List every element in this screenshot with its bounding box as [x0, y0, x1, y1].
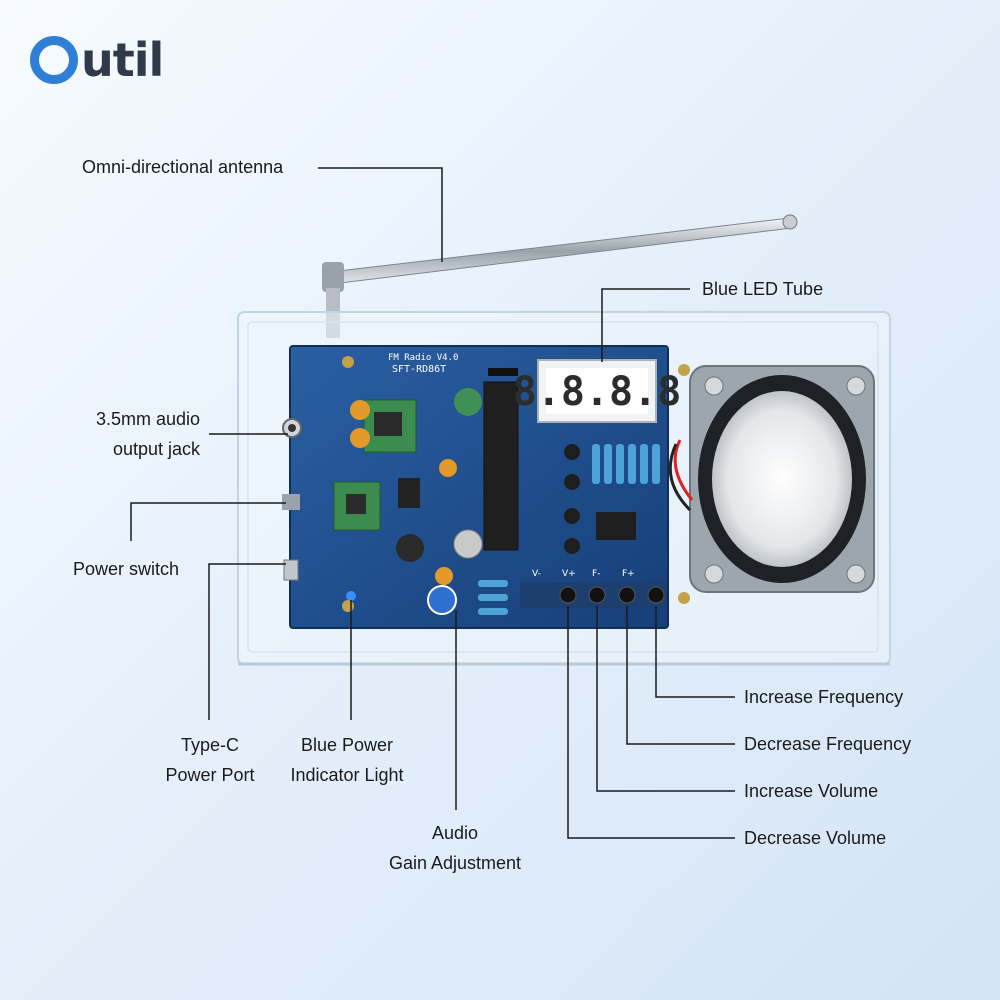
label-power-switch: Power switch [73, 559, 180, 579]
label-indicator-2: Indicator Light [290, 765, 404, 785]
speaker [668, 365, 875, 593]
label-antenna: Omni-directional antenna [82, 157, 284, 177]
svg-text:F+: F+ [622, 569, 635, 579]
label-led-tube: Blue LED Tube [702, 279, 824, 299]
led-digits: 8.8.8.8 [513, 369, 682, 415]
tactile-buttons: V- V+ F- F+ [520, 569, 666, 608]
board-model: SFT-RD86T [392, 364, 446, 375]
svg-text:F-: F- [592, 569, 600, 579]
label-gain-2: Gain Adjustment [388, 853, 522, 873]
logo-ring-icon [30, 36, 78, 84]
label-decrease-frequency: Decrease Frequency [744, 734, 912, 754]
led-display: 8.8.8.8 [513, 359, 682, 423]
label-gain-1: Audio [431, 823, 479, 843]
svg-text:V-: V- [532, 569, 541, 579]
label-audio-jack-2: output jack [112, 439, 200, 459]
label-increase-frequency: Increase Frequency [744, 687, 904, 707]
svg-text:V+: V+ [562, 569, 576, 579]
brand-name: util [81, 33, 164, 87]
callout-lines [130, 167, 735, 839]
label-audio-jack-1: 3.5mm audio [95, 409, 200, 429]
label-type-c-1: Type-C [180, 735, 240, 755]
side-ports [282, 418, 356, 601]
label-decrease-volume: Decrease Volume [744, 828, 887, 848]
label-indicator-1: Blue Power [300, 735, 394, 755]
label-type-c-2: Power Port [165, 765, 255, 785]
label-increase-volume: Increase Volume [744, 781, 879, 801]
brand-logo: util [30, 30, 164, 90]
board-title: FM Radio V4.0 [388, 353, 458, 363]
